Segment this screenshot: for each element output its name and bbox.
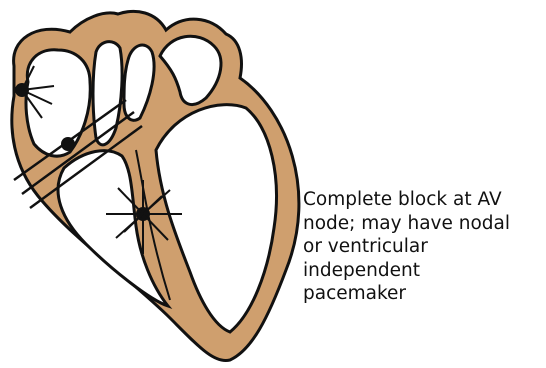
caption-line: or ventricular (303, 235, 543, 259)
diagram-caption: Complete block at AV node; may have noda… (303, 188, 543, 306)
caption-line: Complete block at AV (303, 188, 543, 212)
caption-line: independent (303, 259, 543, 283)
caption-line: node; may have nodal (303, 212, 543, 236)
caption-line: pacemaker (303, 282, 543, 306)
